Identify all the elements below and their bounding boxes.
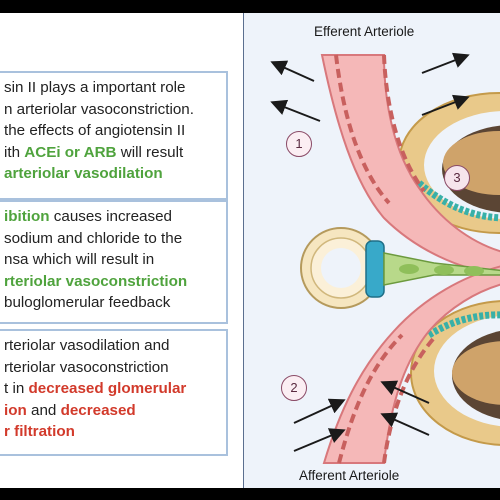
box3-line4: ion and decreased	[4, 400, 220, 422]
text-box-sglt2-inhibition: ibition causes increased sodium and chlo…	[0, 200, 228, 324]
text-box-combined-effect: rteriolar vasodilation and rteriolar vas…	[0, 329, 228, 456]
box1-line4-suffix: will result	[116, 143, 184, 161]
box1-line5: arteriolar vasodilation	[4, 163, 220, 185]
box2-line1: ibition causes increased	[4, 206, 220, 228]
box2-line3: nsa which will result in	[4, 251, 155, 268]
vasodilation-highlight: arteriolar vasodilation	[4, 165, 163, 182]
acei-arb-highlight: ACEi or ARB	[24, 143, 117, 161]
text-box-angiotensin: sin II plays a important role n arteriol…	[0, 71, 228, 200]
marker-1: 1	[286, 131, 312, 157]
decreased-glomerular-highlight: decreased glomerular	[28, 380, 187, 397]
box3-line4-middle: and	[26, 401, 61, 419]
slide: sin II plays a important role n arteriol…	[0, 13, 500, 488]
flow-arrows	[270, 52, 470, 452]
decreased-highlight: decreased	[60, 401, 136, 419]
box2-line1-suffix: causes increased	[49, 208, 172, 225]
box2-line4: rteriolar vasoconstriction	[4, 271, 220, 293]
box3-line4-highlight: ion	[4, 401, 27, 419]
marker-3: 3	[444, 165, 470, 191]
box3-line3-prefix: t in	[4, 380, 29, 397]
efferent-arteriole	[320, 54, 500, 276]
box2-line2: sodium and chloride to the	[4, 229, 183, 247]
box3-line3: t in decreased glomerular	[4, 378, 220, 400]
marker-2: 2	[281, 375, 307, 401]
box3-line2: rteriolar vasoconstriction	[4, 358, 169, 376]
afferent-arteriole	[322, 265, 500, 464]
glomerulus-diagram: Efferent Arteriole Afferent Arteriole 1 …	[243, 13, 500, 488]
box1-line3: the effects of angiotensin II	[4, 122, 186, 139]
box1-line4: ith ACEi or ARB will result	[4, 142, 220, 164]
box2-line5: buloglomerular feedback	[4, 294, 171, 311]
box1-line2: n arteriolar vasoconstriction.	[4, 100, 194, 118]
macula-densa-tubule	[300, 227, 500, 309]
inhibition-highlight: ibition	[4, 208, 50, 225]
box3-line1: rteriolar vasodilation and	[4, 337, 170, 354]
glomerulus-illustration	[270, 52, 500, 464]
box1-line4-prefix: ith	[4, 143, 25, 161]
lower-glomerulus	[410, 300, 500, 446]
filtration-highlight: r filtration	[4, 423, 75, 440]
vasoconstriction-highlight: rteriolar vasoconstriction	[4, 272, 188, 290]
box1-line1: sin II plays a important role	[4, 79, 186, 96]
box3-line5: r filtration	[4, 421, 220, 443]
efferent-arteriole-label: Efferent Arteriole	[314, 24, 415, 39]
afferent-arteriole-label: Afferent Arteriole	[299, 468, 400, 483]
